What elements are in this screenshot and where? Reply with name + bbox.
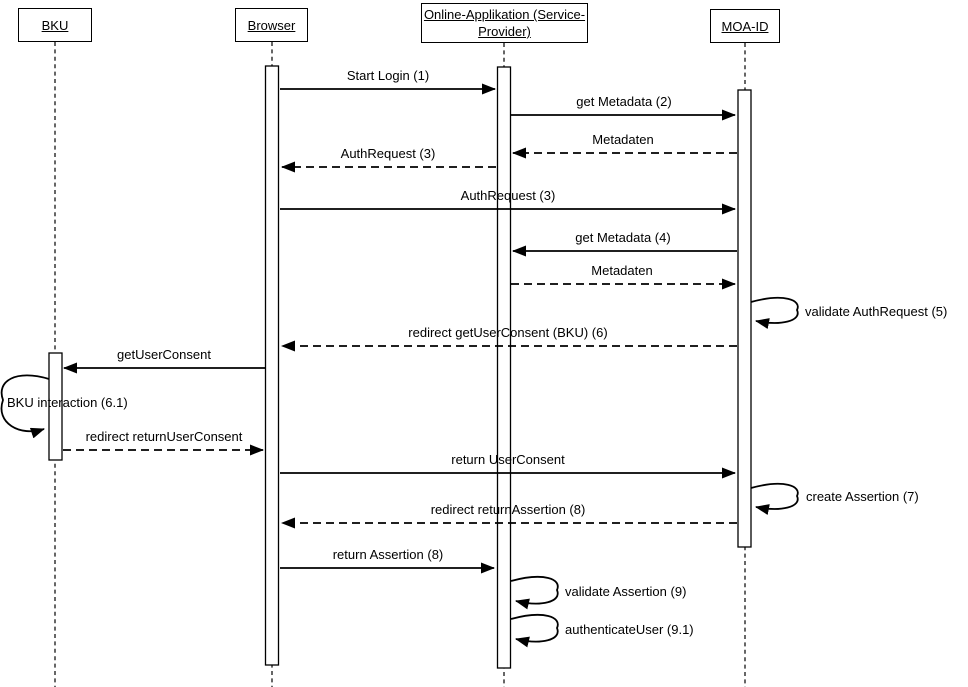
participant-box-online-app: Online-Applikation (Service- Provider)	[421, 3, 588, 43]
message-label-validate-assertion: validate Assertion (9)	[565, 584, 687, 599]
activation-bar-online-app	[496, 66, 512, 669]
message-label-start-login: Start Login (1)	[346, 68, 430, 83]
message-label-getuserconsent: getUserConsent	[117, 347, 211, 362]
participant-label-online-app-line1: Online-Applikation (Service-	[423, 7, 586, 22]
participant-label-online-app-line2: Provider)	[478, 24, 531, 39]
self-loop-bku-interaction	[0, 374, 50, 439]
participant-label-moa-id: MOA-ID	[721, 18, 769, 34]
self-loop-authenticateuser	[510, 613, 559, 648]
message-label-authenticateuser: authenticateUser (9.1)	[565, 622, 694, 637]
message-label-redirect-returnassertion: redirect returnAssertion (8)	[430, 502, 586, 517]
participant-box-bku: BKU	[18, 8, 92, 42]
message-label-authrequest: AuthRequest (3)	[460, 188, 556, 203]
participant-box-browser: Browser	[235, 8, 308, 42]
message-label-metadaten-2: Metadaten	[592, 132, 654, 147]
participant-label-bku: BKU	[41, 17, 69, 33]
message-label-return-userconsent: return UserConsent	[451, 452, 565, 467]
activation-bar-bku	[48, 352, 63, 461]
self-loop-validate-assertion	[510, 575, 559, 610]
message-label-validate-authrequest: validate AuthRequest (5)	[805, 304, 948, 319]
activation-bar-browser	[264, 65, 280, 666]
message-label-get-metadata-2: get Metadata (2)	[576, 94, 672, 109]
message-label-redirect-returnuserconsent: redirect returnUserConsent	[85, 429, 243, 444]
message-label-bku-interaction: BKU interaction (6.1)	[7, 395, 128, 410]
participant-label-browser: Browser	[247, 17, 296, 33]
activation-bar-moa-id	[737, 89, 752, 548]
message-label-return-assertion: return Assertion (8)	[332, 547, 444, 562]
self-loop-create-assertion	[750, 482, 799, 515]
message-label-get-metadata-4: get Metadata (4)	[575, 230, 671, 245]
message-label-create-assertion: create Assertion (7)	[806, 489, 919, 504]
message-label-metadaten-4: Metadaten	[591, 263, 653, 278]
self-loop-validate-authrequest	[750, 296, 799, 329]
message-label-authrequest-redirect: AuthRequest (3)	[340, 146, 436, 161]
participant-box-moa-id: MOA-ID	[710, 9, 780, 43]
message-label-redirect-getuserconsent: redirect getUserConsent (BKU) (6)	[408, 325, 608, 340]
